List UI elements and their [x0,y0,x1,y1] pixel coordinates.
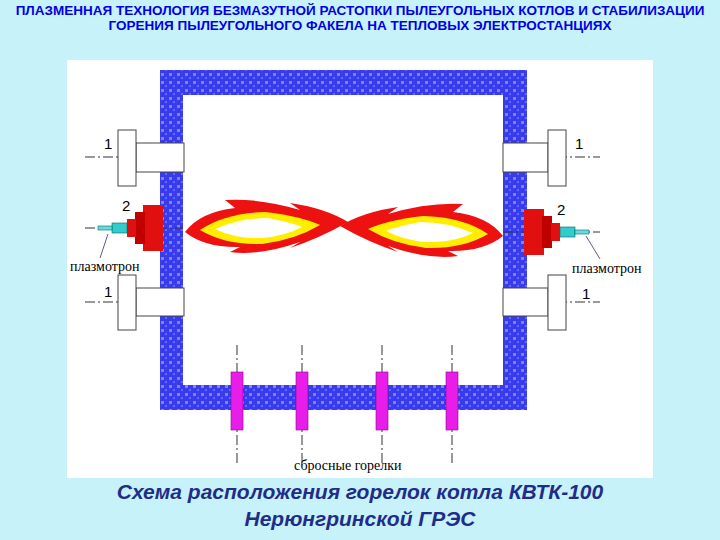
callout-number: 1 [104,135,112,152]
discharge-burner [231,372,458,430]
part-label: плазмотрон [70,259,139,275]
callout-number: 2 [122,197,130,214]
panel [67,60,653,478]
axis-lines [85,157,600,465]
flame [185,200,348,253]
callout-number: 2 [557,201,565,218]
callout-number: 1 [582,285,590,302]
plasma-burner [98,205,589,255]
part-label: плазмотрон [572,261,641,277]
caption: Схема расположения горелок котла КВТК-10… [110,478,610,532]
leader-line [100,234,600,259]
title: ПЛАЗМЕННАЯ ТЕХНОЛОГИЯ БЕЗМАЗУТНОЙ РАСТОП… [10,3,710,33]
callout-number: 1 [575,135,583,152]
part-label: сбросные горелки [294,458,402,474]
flame [340,204,503,257]
boiler-wall [160,70,527,410]
burner [118,130,566,330]
callout-number: 1 [104,283,112,300]
